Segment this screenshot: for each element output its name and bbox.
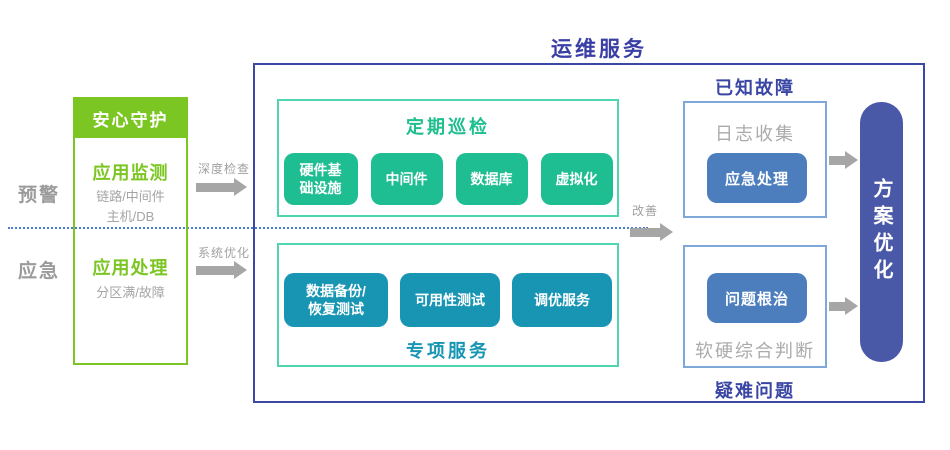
- difficult-problems-title: 疑难问题: [715, 381, 795, 401]
- lane-divider-dotted-line: [8, 227, 648, 229]
- ops-service-title: 运维服务: [551, 38, 647, 61]
- deep-check-arrow: [196, 178, 247, 196]
- inspection-chip-row: 硬件基 础设施 中间件 数据库 虚拟化: [279, 153, 617, 205]
- app-handle-desc: 分区满/故障: [96, 285, 165, 300]
- improve-arrow: [630, 223, 673, 241]
- sys-optimize-arrow: [196, 261, 247, 279]
- ops-service-box: 定期巡检 硬件基 础设施 中间件 数据库 虚拟化 数据备份/ 恢复测试 可用性测…: [253, 63, 925, 403]
- app-handle-title: 应用处理: [92, 258, 169, 278]
- app-monitor-desc: 链路/中间件 主机/DB: [96, 189, 165, 224]
- solution-optimization-label: 方案优化: [870, 178, 892, 286]
- special-service-box: 数据备份/ 恢复测试 可用性测试 调优服务 专项服务: [277, 243, 619, 367]
- chip-availability-test: 可用性测试: [400, 273, 500, 327]
- sys-optimize-label: 系统优化: [197, 246, 250, 260]
- improve-label: 改善: [631, 204, 658, 218]
- chip-root-cause-fix: 问题根治: [707, 273, 807, 323]
- app-monitor-title: 应用监测: [92, 163, 169, 183]
- chip-virtualization: 虚拟化: [540, 153, 613, 205]
- known-to-optimize-arrow: [829, 151, 858, 169]
- chip-database: 数据库: [455, 153, 528, 205]
- solution-optimization-pill: 方案优化: [860, 102, 903, 362]
- inspection-title: 定期巡检: [406, 117, 490, 137]
- lane-label-emergency: 应急: [17, 261, 60, 282]
- known-faults-title: 已知故障: [715, 78, 795, 98]
- chip-tuning-service: 调优服务: [512, 273, 612, 327]
- difficult-to-optimize-arrow: [829, 297, 858, 315]
- known-faults-box: 日志收集 应急处理: [683, 101, 827, 218]
- chip-emergency-handling: 应急处理: [707, 153, 807, 203]
- lane-label-warning: 预警: [17, 185, 60, 206]
- chip-middleware: 中间件: [370, 153, 443, 205]
- combined-judgement-label: 软硬综合判断: [695, 341, 815, 361]
- special-service-title: 专项服务: [406, 341, 490, 361]
- guard-box: 安心守护 应用监测 链路/中间件 主机/DB 应用处理 分区满/故障: [73, 97, 188, 365]
- chip-backup-recovery: 数据备份/ 恢复测试: [284, 273, 388, 327]
- chip-hardware-infra: 硬件基 础设施: [283, 153, 358, 205]
- inspection-box: 定期巡检 硬件基 础设施 中间件 数据库 虚拟化: [277, 99, 619, 217]
- guard-box-header: 安心守护: [75, 99, 186, 138]
- log-collection-label: 日志收集: [715, 124, 795, 144]
- special-chip-row: 数据备份/ 恢复测试 可用性测试 调优服务: [279, 273, 617, 327]
- deep-check-label: 深度检查: [197, 162, 250, 176]
- difficult-problems-box: 问题根治 软硬综合判断: [683, 245, 827, 368]
